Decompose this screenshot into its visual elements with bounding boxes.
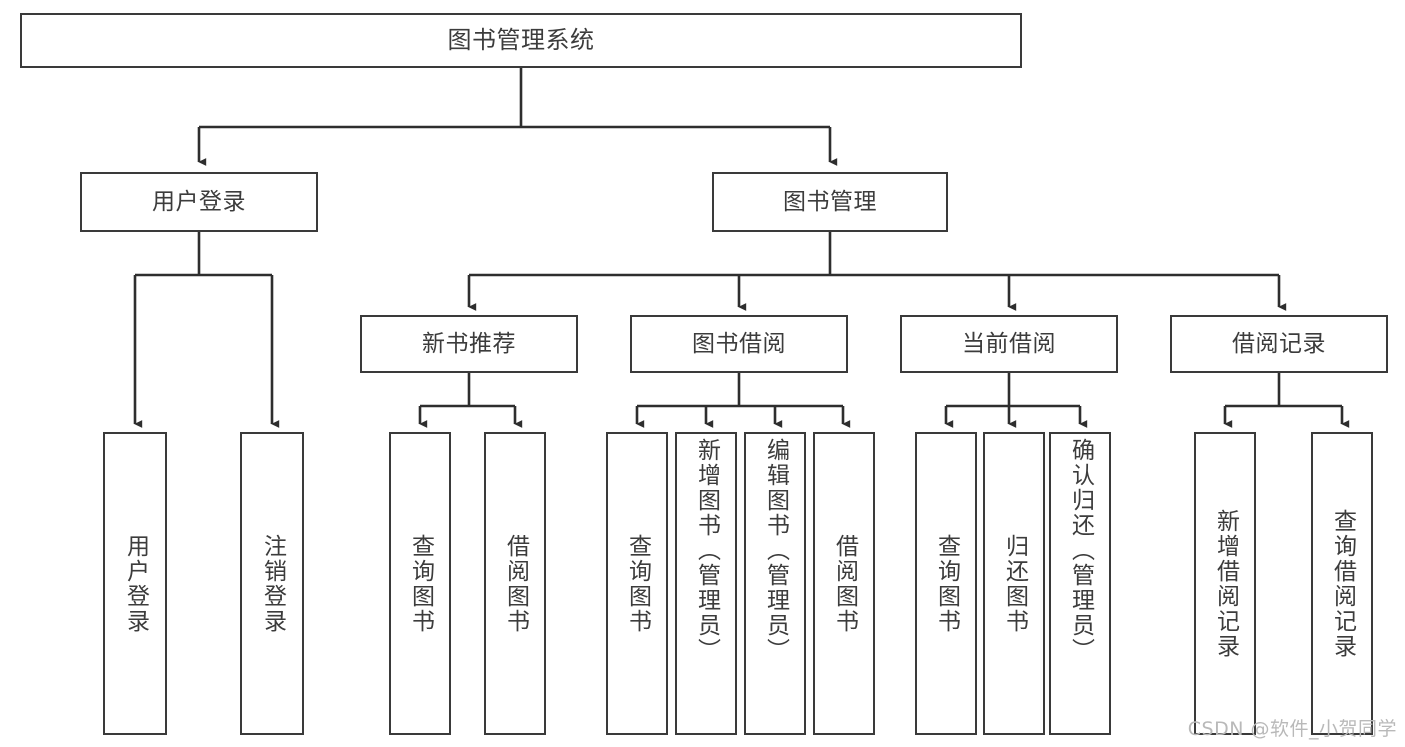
node-current-borrow[interactable]: 当前借阅 bbox=[900, 315, 1118, 373]
leaf-logout[interactable]: 注销登录 bbox=[240, 432, 304, 735]
node-root[interactable]: 图书管理系统 bbox=[20, 13, 1022, 68]
node-book-borrow-label: 图书借阅 bbox=[692, 330, 786, 357]
node-new-book-rec[interactable]: 新书推荐 bbox=[360, 315, 578, 373]
node-new-book-rec-label: 新书推荐 bbox=[422, 330, 516, 357]
leaf-user-login-label: 用户登录 bbox=[122, 533, 149, 634]
node-borrow-record[interactable]: 借阅记录 bbox=[1170, 315, 1388, 373]
leaf-query-book-3-label: 查询图书 bbox=[933, 533, 960, 634]
leaf-add-record-label: 新增借阅记录 bbox=[1212, 508, 1239, 659]
leaf-borrow-book-2-label: 借阅图书 bbox=[831, 533, 858, 634]
node-user-login-label: 用户登录 bbox=[152, 188, 246, 215]
leaf-return-book-label: 归还图书 bbox=[1001, 533, 1028, 634]
node-borrow-record-label: 借阅记录 bbox=[1232, 330, 1326, 357]
leaf-add-book[interactable]: 新增图书（管理员） bbox=[675, 432, 737, 735]
leaf-query-book-1[interactable]: 查询图书 bbox=[389, 432, 451, 735]
leaf-query-book-1-label: 查询图书 bbox=[407, 533, 434, 634]
leaf-query-record[interactable]: 查询借阅记录 bbox=[1311, 432, 1373, 735]
leaf-query-book-3[interactable]: 查询图书 bbox=[915, 432, 977, 735]
leaf-confirm-return-label: 确认归还（管理员） bbox=[1067, 438, 1094, 663]
leaf-user-login[interactable]: 用户登录 bbox=[103, 432, 167, 735]
node-current-borrow-label: 当前借阅 bbox=[962, 330, 1056, 357]
leaf-query-book-2[interactable]: 查询图书 bbox=[606, 432, 668, 735]
node-root-label: 图书管理系统 bbox=[447, 25, 595, 54]
leaf-borrow-book-2[interactable]: 借阅图书 bbox=[813, 432, 875, 735]
node-book-borrow[interactable]: 图书借阅 bbox=[630, 315, 848, 373]
leaf-confirm-return[interactable]: 确认归还（管理员） bbox=[1049, 432, 1111, 735]
leaf-edit-book[interactable]: 编辑图书（管理员） bbox=[744, 432, 806, 735]
node-book-manage[interactable]: 图书管理 bbox=[712, 172, 948, 232]
leaf-add-record[interactable]: 新增借阅记录 bbox=[1194, 432, 1256, 735]
leaf-logout-label: 注销登录 bbox=[259, 533, 286, 634]
leaf-add-book-label: 新增图书（管理员） bbox=[693, 438, 720, 663]
csdn-watermark: CSDN @软件_小贺同学 bbox=[1187, 718, 1397, 740]
leaf-return-book[interactable]: 归还图书 bbox=[983, 432, 1045, 735]
leaf-borrow-book-1[interactable]: 借阅图书 bbox=[484, 432, 546, 735]
leaf-query-record-label: 查询借阅记录 bbox=[1329, 508, 1356, 659]
leaf-borrow-book-1-label: 借阅图书 bbox=[502, 533, 529, 634]
leaf-query-book-2-label: 查询图书 bbox=[624, 533, 651, 634]
node-user-login[interactable]: 用户登录 bbox=[80, 172, 318, 232]
leaf-edit-book-label: 编辑图书（管理员） bbox=[762, 438, 789, 663]
node-book-manage-label: 图书管理 bbox=[783, 188, 877, 215]
